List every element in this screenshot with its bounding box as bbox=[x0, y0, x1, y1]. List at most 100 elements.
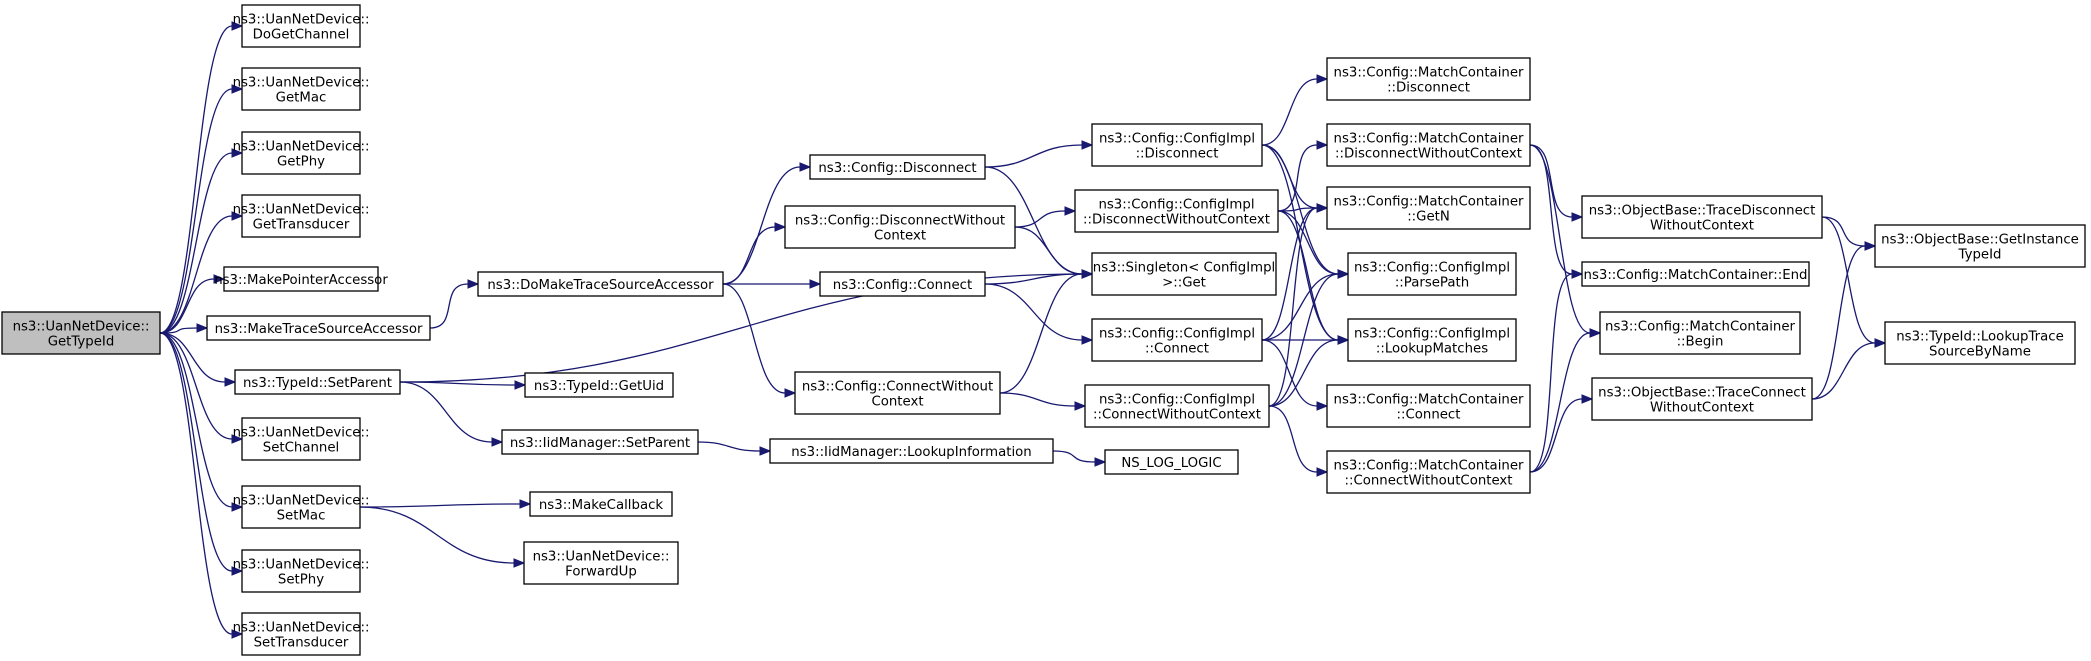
node-ns3-config-configimpl-connect[interactable]: ns3::Config::ConfigImpl::Connect bbox=[1091, 318, 1263, 362]
arrow-head-icon bbox=[1571, 269, 1584, 279]
node-ns3-config-matchcontainer-getn[interactable]: ns3::Config::MatchContainer::GetN bbox=[1326, 186, 1531, 230]
node-box bbox=[206, 315, 431, 341]
node-ns3-uannetdevice-forwardup[interactable]: ns3::UanNetDevice::ForwardUp bbox=[523, 541, 679, 585]
call-edge bbox=[722, 222, 787, 285]
node-ns3-singleton-configimpl-get[interactable]: ns3::Singleton< ConfigImpl >::Get bbox=[1091, 252, 1277, 296]
node-ns3-makepointeraccessor[interactable]: ns3::MakePointerAccessor bbox=[214, 266, 388, 292]
node-box bbox=[1347, 318, 1517, 362]
node-label: NS_LOG_LOGIC bbox=[1121, 456, 1221, 471]
node-label: ns3::Config::DisconnectWithout bbox=[795, 214, 1005, 229]
node-box bbox=[1347, 252, 1517, 296]
node-ns3-uannetdevice-getmac[interactable]: ns3::UanNetDevice::GetMac bbox=[233, 67, 370, 111]
node-box bbox=[1326, 123, 1531, 167]
node-ns3-objectbase-traceconnect-withoutcontext[interactable]: ns3::ObjectBase::TraceConnectWithoutCont… bbox=[1591, 377, 1813, 421]
node-ns3-objectbase-tracedisconnect-withoutcontext[interactable]: ns3::ObjectBase::TraceDisconnectWithoutC… bbox=[1581, 195, 1823, 239]
node-ns3-maketracesourceaccessor[interactable]: ns3::MakeTraceSourceAccessor bbox=[206, 315, 431, 341]
call-edge bbox=[1811, 241, 1877, 400]
node-box bbox=[241, 549, 361, 593]
node-box bbox=[477, 271, 724, 297]
arrow-head-icon bbox=[513, 558, 526, 568]
node-box bbox=[223, 266, 379, 292]
node-ns3-config-configimpl-parsepath[interactable]: ns3::Config::ConfigImpl::ParsePath bbox=[1347, 252, 1517, 296]
node-ns3-config-matchcontainer-end[interactable]: ns3::Config::MatchContainer::End bbox=[1581, 261, 1810, 287]
node-ns3-typeid-setparent[interactable]: ns3::TypeId::SetParent bbox=[234, 369, 401, 395]
call-edge bbox=[697, 441, 772, 456]
edge-line bbox=[1014, 210, 1066, 228]
node-ns3-config-matchcontainer-disconnectwithoutcontext[interactable]: ns3::Config::MatchContainer::DisconnectW… bbox=[1326, 123, 1531, 167]
call-edge bbox=[159, 148, 244, 334]
arrow-head-icon bbox=[1581, 394, 1594, 404]
node-ns3-iidmanager-setparent[interactable]: ns3::IidManager::SetParent bbox=[501, 429, 699, 455]
edge-line bbox=[1277, 207, 1318, 212]
arrow-head-icon bbox=[519, 499, 532, 509]
node-ns3-config-disconnectwithout-context[interactable]: ns3::Config::DisconnectWithoutContext bbox=[784, 205, 1016, 249]
edge-line bbox=[1268, 273, 1339, 407]
node-label: ns3::UanNetDevice:: bbox=[233, 558, 370, 573]
node-ns3-uannetdevice-getphy[interactable]: ns3::UanNetDevice::GetPhy bbox=[233, 131, 370, 175]
arrow-head-icon bbox=[231, 434, 244, 444]
arrow-head-icon bbox=[774, 222, 787, 232]
node-ns3-config-configimpl-lookupmatches[interactable]: ns3::Config::ConfigImpl::LookupMatches bbox=[1347, 318, 1517, 362]
arrow-head-icon bbox=[231, 502, 244, 512]
node-ns3-config-matchcontainer-connect[interactable]: ns3::Config::MatchContainer::Connect bbox=[1326, 384, 1531, 428]
node-label: ::Begin bbox=[1677, 335, 1724, 350]
node-label: ns3::Config::MatchContainer bbox=[1334, 132, 1524, 147]
node-ns3-uannetdevice-setmac[interactable]: ns3::UanNetDevice::SetMac bbox=[233, 485, 370, 529]
node-ns3-config-disconnect[interactable]: ns3::Config::Disconnect bbox=[809, 154, 986, 180]
edge-line bbox=[1821, 216, 1876, 344]
node-label: GetTransducer bbox=[253, 218, 350, 233]
arrow-head-icon bbox=[231, 84, 244, 94]
node-ns3-uannetdevice-settransducer[interactable]: ns3::UanNetDevice::SetTransducer bbox=[233, 612, 370, 656]
node-box bbox=[1884, 321, 2076, 365]
node-label: ::Connect bbox=[1397, 408, 1461, 423]
node-box bbox=[524, 372, 674, 398]
edge-line bbox=[1261, 78, 1318, 146]
node-ns3-typeid-getuid[interactable]: ns3::TypeId::GetUid bbox=[524, 372, 674, 398]
call-edge bbox=[1529, 269, 1584, 473]
node-box bbox=[241, 485, 361, 529]
node-ns3-uannetdevice-gettransducer[interactable]: ns3::UanNetDevice::GetTransducer bbox=[233, 194, 370, 238]
edge-line bbox=[999, 273, 1083, 394]
call-edge bbox=[1261, 144, 1350, 345]
node-ns3-uannetdevice-setchannel[interactable]: ns3::UanNetDevice::SetChannel bbox=[233, 417, 370, 461]
node-ns3-config-configimpl-disconnect[interactable]: ns3::Config::ConfigImpl::Disconnect bbox=[1091, 123, 1263, 167]
node-box bbox=[1326, 384, 1531, 428]
arrow-head-icon bbox=[1589, 328, 1602, 338]
arrow-head-icon bbox=[231, 21, 244, 31]
edge-line bbox=[1277, 210, 1339, 275]
node-ns3-config-matchcontainer-begin[interactable]: ns3::Config::MatchContainer::Begin bbox=[1599, 311, 1801, 355]
arrow-head-icon bbox=[1316, 74, 1329, 84]
call-edge bbox=[1268, 335, 1350, 407]
node-ns3-config-matchcontainer-connectwithoutcontext[interactable]: ns3::Config::MatchContainer::ConnectWith… bbox=[1326, 450, 1531, 494]
node-ns3-makecallback[interactable]: ns3::MakeCallback bbox=[529, 491, 673, 517]
node-ns3-uannetdevice-setphy[interactable]: ns3::UanNetDevice::SetPhy bbox=[233, 549, 370, 593]
edge-line bbox=[359, 503, 521, 508]
edge-line bbox=[984, 273, 1083, 285]
node-label: ns3::Config::ConfigImpl bbox=[1354, 261, 1510, 276]
node-ns-log-logic[interactable]: NS_LOG_LOGIC bbox=[1104, 449, 1239, 475]
node-ns3-domaketracesourceaccessor[interactable]: ns3::DoMakeTraceSourceAccessor bbox=[477, 271, 724, 297]
node-box bbox=[1091, 252, 1277, 296]
node-label: ::Connect bbox=[1145, 342, 1209, 357]
edge-line bbox=[1529, 144, 1573, 275]
node-box bbox=[1599, 311, 1801, 355]
edge-line bbox=[1821, 216, 1866, 247]
node-label: ::GetN bbox=[1407, 210, 1450, 225]
edge-line bbox=[159, 327, 198, 334]
node-ns3-config-matchcontainer-disconnect[interactable]: ns3::Config::MatchContainer::Disconnect bbox=[1326, 57, 1531, 101]
node-ns3-config-connectwithout-context[interactable]: ns3::Config::ConnectWithoutContext bbox=[794, 371, 1001, 415]
node-box bbox=[529, 491, 673, 517]
node-ns3-uannetdevice-gettypeid[interactable]: ns3::UanNetDevice::GetTypeId bbox=[1, 311, 161, 355]
node-ns3-config-configimpl-disconnectwithoutcontext[interactable]: ns3::Config::ConfigImpl::DisconnectWitho… bbox=[1074, 189, 1279, 233]
node-ns3-config-connect[interactable]: ns3::Config::Connect bbox=[819, 271, 986, 297]
node-label: ::Disconnect bbox=[1387, 81, 1470, 96]
node-label: ForwardUp bbox=[565, 565, 637, 580]
node-label: DoGetChannel bbox=[253, 28, 350, 43]
node-ns3-iidmanager-lookupinformation[interactable]: ns3::IidManager::LookupInformation bbox=[769, 438, 1054, 464]
node-box bbox=[241, 612, 361, 656]
node-ns3-uannetdevice-dogetchannel[interactable]: ns3::UanNetDevice::DoGetChannel bbox=[233, 4, 370, 48]
node-ns3-config-configimpl-connectwithoutcontext[interactable]: ns3::Config::ConfigImpl::ConnectWithoutC… bbox=[1084, 384, 1270, 428]
edge-line bbox=[1052, 450, 1096, 463]
